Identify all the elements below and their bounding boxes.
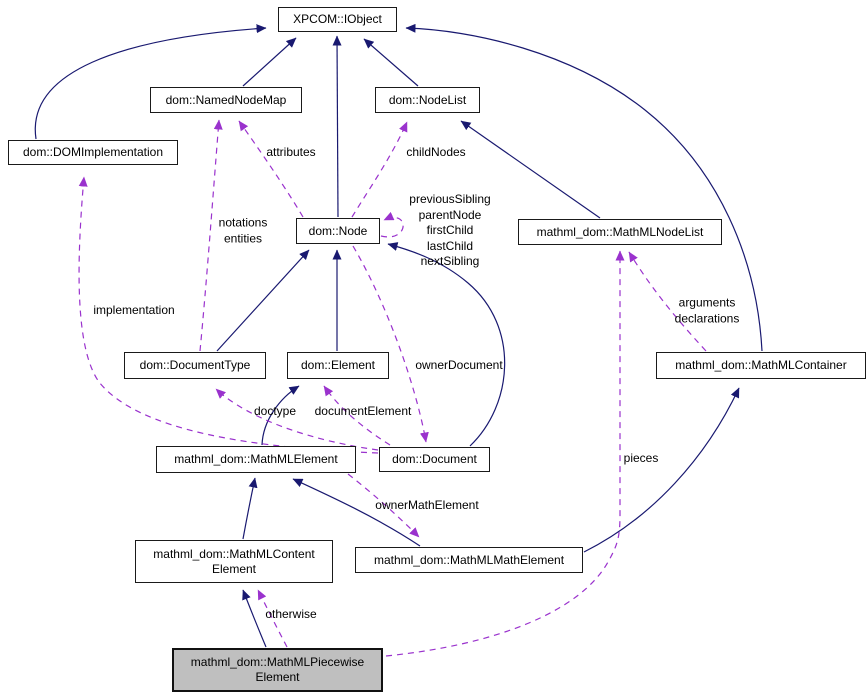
edge-usage-node-selfloop: [380, 211, 404, 238]
edge-usage-childnodes: [351, 121, 408, 218]
edge-label-arguments-declarations: arguments declarations: [674, 295, 740, 325]
class-label: dom::DOMImplementation: [22, 145, 164, 159]
edge-inherit-contentelement-to-mathmlelement: [242, 477, 258, 540]
edge-inherit-node-to-iobject: [332, 35, 342, 218]
edge-usage-otherwise: [257, 589, 288, 648]
edge-inherit-namednodemap-to-iobject: [242, 37, 297, 87]
edge-label-notations-entities: notations entities: [218, 215, 268, 245]
edge-usage-implementation: [78, 176, 379, 454]
class-label: XPCOM::IObject: [293, 12, 382, 26]
class-node-mathml-mathelement[interactable]: mathml_dom::MathMLMathElement: [355, 547, 583, 573]
class-node-mathml-nodelist[interactable]: mathml_dom::MathMLNodeList: [518, 219, 722, 245]
class-label: mathml_dom::MathMLContent Element: [153, 546, 315, 576]
edge-label-documentelement: documentElement: [314, 404, 412, 419]
class-label: mathml_dom::MathMLMathElement: [373, 552, 565, 567]
class-node-xpcom-iobject[interactable]: XPCOM::IObject: [278, 7, 397, 32]
class-node-mathml-container[interactable]: mathml_dom::MathMLContainer: [656, 352, 866, 379]
class-label: dom::Node: [308, 223, 368, 238]
edge-label-node-sibling-attrs: previousSibling parentNode firstChild la…: [409, 192, 491, 269]
edge-inherit-mathmlnodelist-to-nodelist: [460, 120, 601, 219]
edge-inherit-mathmlelement-to-element: [261, 385, 300, 446]
edge-label-ownermathelement: ownerMathElement: [375, 498, 479, 513]
class-label: mathml_dom::MathMLElement: [174, 452, 338, 466]
edge-inherit-domimplementation-to-iobject: [34, 24, 267, 140]
class-node-dom-documenttype[interactable]: dom::DocumentType: [124, 352, 266, 379]
edge-usage-pieces: [385, 250, 625, 657]
class-node-dom-node[interactable]: dom::Node: [296, 218, 380, 244]
class-label: dom::Document: [392, 452, 477, 466]
edge-usage-documentelement: [323, 385, 391, 446]
class-node-dom-document[interactable]: dom::Document: [379, 447, 490, 472]
edge-label-implementation: implementation: [93, 303, 175, 318]
class-node-mathml-piecewiseelement-current: mathml_dom::MathMLPiecewise Element: [172, 648, 383, 692]
edge-inherit-piecewise-to-contentelement: [242, 589, 267, 648]
class-label: dom::NamedNodeMap: [165, 92, 287, 107]
class-node-dom-nodelist[interactable]: dom::NodeList: [375, 87, 480, 113]
edge-usage-arguments-declarations: [628, 251, 707, 352]
edge-inherit-documenttype-to-node: [216, 249, 310, 352]
class-label: mathml_dom::MathMLContainer: [675, 358, 847, 372]
class-label: dom::Element: [300, 358, 376, 372]
edge-usage-notations-entities: [199, 119, 223, 352]
class-label: dom::DocumentType: [139, 358, 251, 372]
edge-usage-attributes: [238, 120, 304, 218]
class-label: mathml_dom::MathMLPiecewise Element: [190, 655, 365, 684]
edge-usage-ownerdocument: [352, 245, 429, 443]
class-node-dom-element[interactable]: dom::Element: [287, 352, 389, 379]
edge-inherit-mathmlcontainer-to-iobject: [405, 23, 763, 352]
class-node-mathml-contentelement[interactable]: mathml_dom::MathMLContent Element: [135, 540, 333, 583]
edge-inherit-mathelement-to-mathmlcontainer: [583, 387, 740, 553]
edge-inherit-document-to-node: [387, 242, 506, 447]
edge-label-ownerdocument: ownerDocument: [415, 358, 503, 373]
class-node-dom-domimplementation[interactable]: dom::DOMImplementation: [8, 140, 178, 165]
class-label: mathml_dom::MathMLNodeList: [536, 224, 704, 239]
edge-label-otherwise: otherwise: [265, 607, 317, 622]
class-label: dom::NodeList: [388, 92, 467, 107]
class-node-dom-namednodemap[interactable]: dom::NamedNodeMap: [150, 87, 302, 113]
edge-label-childnodes: childNodes: [406, 145, 466, 160]
class-node-mathml-element[interactable]: mathml_dom::MathMLElement: [156, 446, 356, 473]
edge-label-pieces: pieces: [623, 451, 659, 466]
edge-inherit-mathelement-to-mathmlelement: [292, 478, 421, 547]
edge-label-doctype: doctype: [253, 404, 297, 419]
edge-label-attributes: attributes: [266, 145, 316, 160]
edge-inherit-nodelist-to-iobject: [363, 38, 419, 87]
